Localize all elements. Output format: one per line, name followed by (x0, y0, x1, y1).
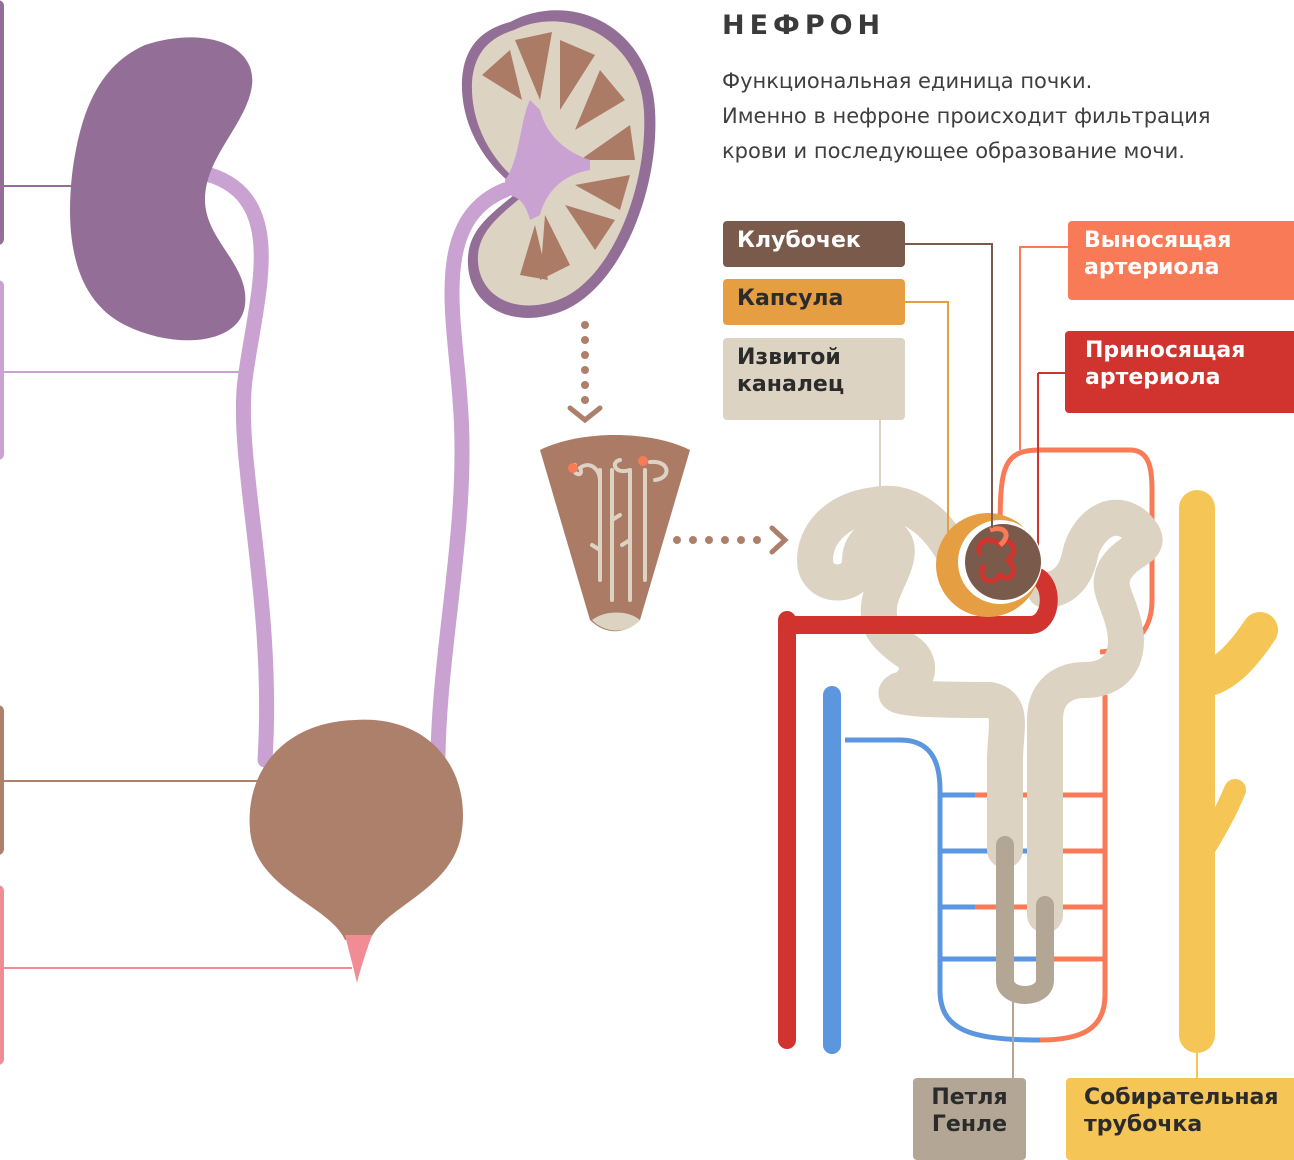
description-line-3: крови и последующее образование мочи. (722, 134, 1294, 169)
urethra (345, 935, 372, 983)
bowman-capsule (936, 513, 1042, 617)
ureters (210, 175, 505, 760)
label-convoluted-tubule: Извитой каналец (723, 338, 905, 420)
ureter-legend-bar (0, 280, 4, 460)
label-afferent-arteriole: Приносящая артериола (1065, 331, 1294, 413)
bladder (250, 720, 463, 983)
description-line-1: Функциональная единица почки. (722, 64, 1294, 99)
kidney-cross-section (462, 10, 656, 318)
description-line-2: Именно в нефроне происходит фильтрация (722, 99, 1294, 134)
urethra-legend-bar (0, 885, 4, 1065)
label-loop-of-henle: Петля Генле (913, 1078, 1026, 1160)
label-capsule: Капсула (723, 279, 905, 325)
page-title: НЕФРОН (722, 10, 885, 41)
arrow-right (673, 528, 785, 552)
description: Функциональная единица почки. Именно в н… (722, 64, 1294, 169)
label-efferent-arteriole: Выносящая артериола (1068, 221, 1294, 300)
arrow-down (570, 321, 600, 420)
collecting-duct (1197, 508, 1260, 1035)
nephron (787, 373, 1260, 1045)
label-collecting-duct: Собирательная трубочка (1066, 1078, 1294, 1160)
label-glomerulus: Клубочек (723, 221, 905, 267)
kidney-legend-bar (0, 0, 4, 245)
pyramid-detail (540, 435, 690, 631)
left-legend-bars (0, 0, 4, 1065)
